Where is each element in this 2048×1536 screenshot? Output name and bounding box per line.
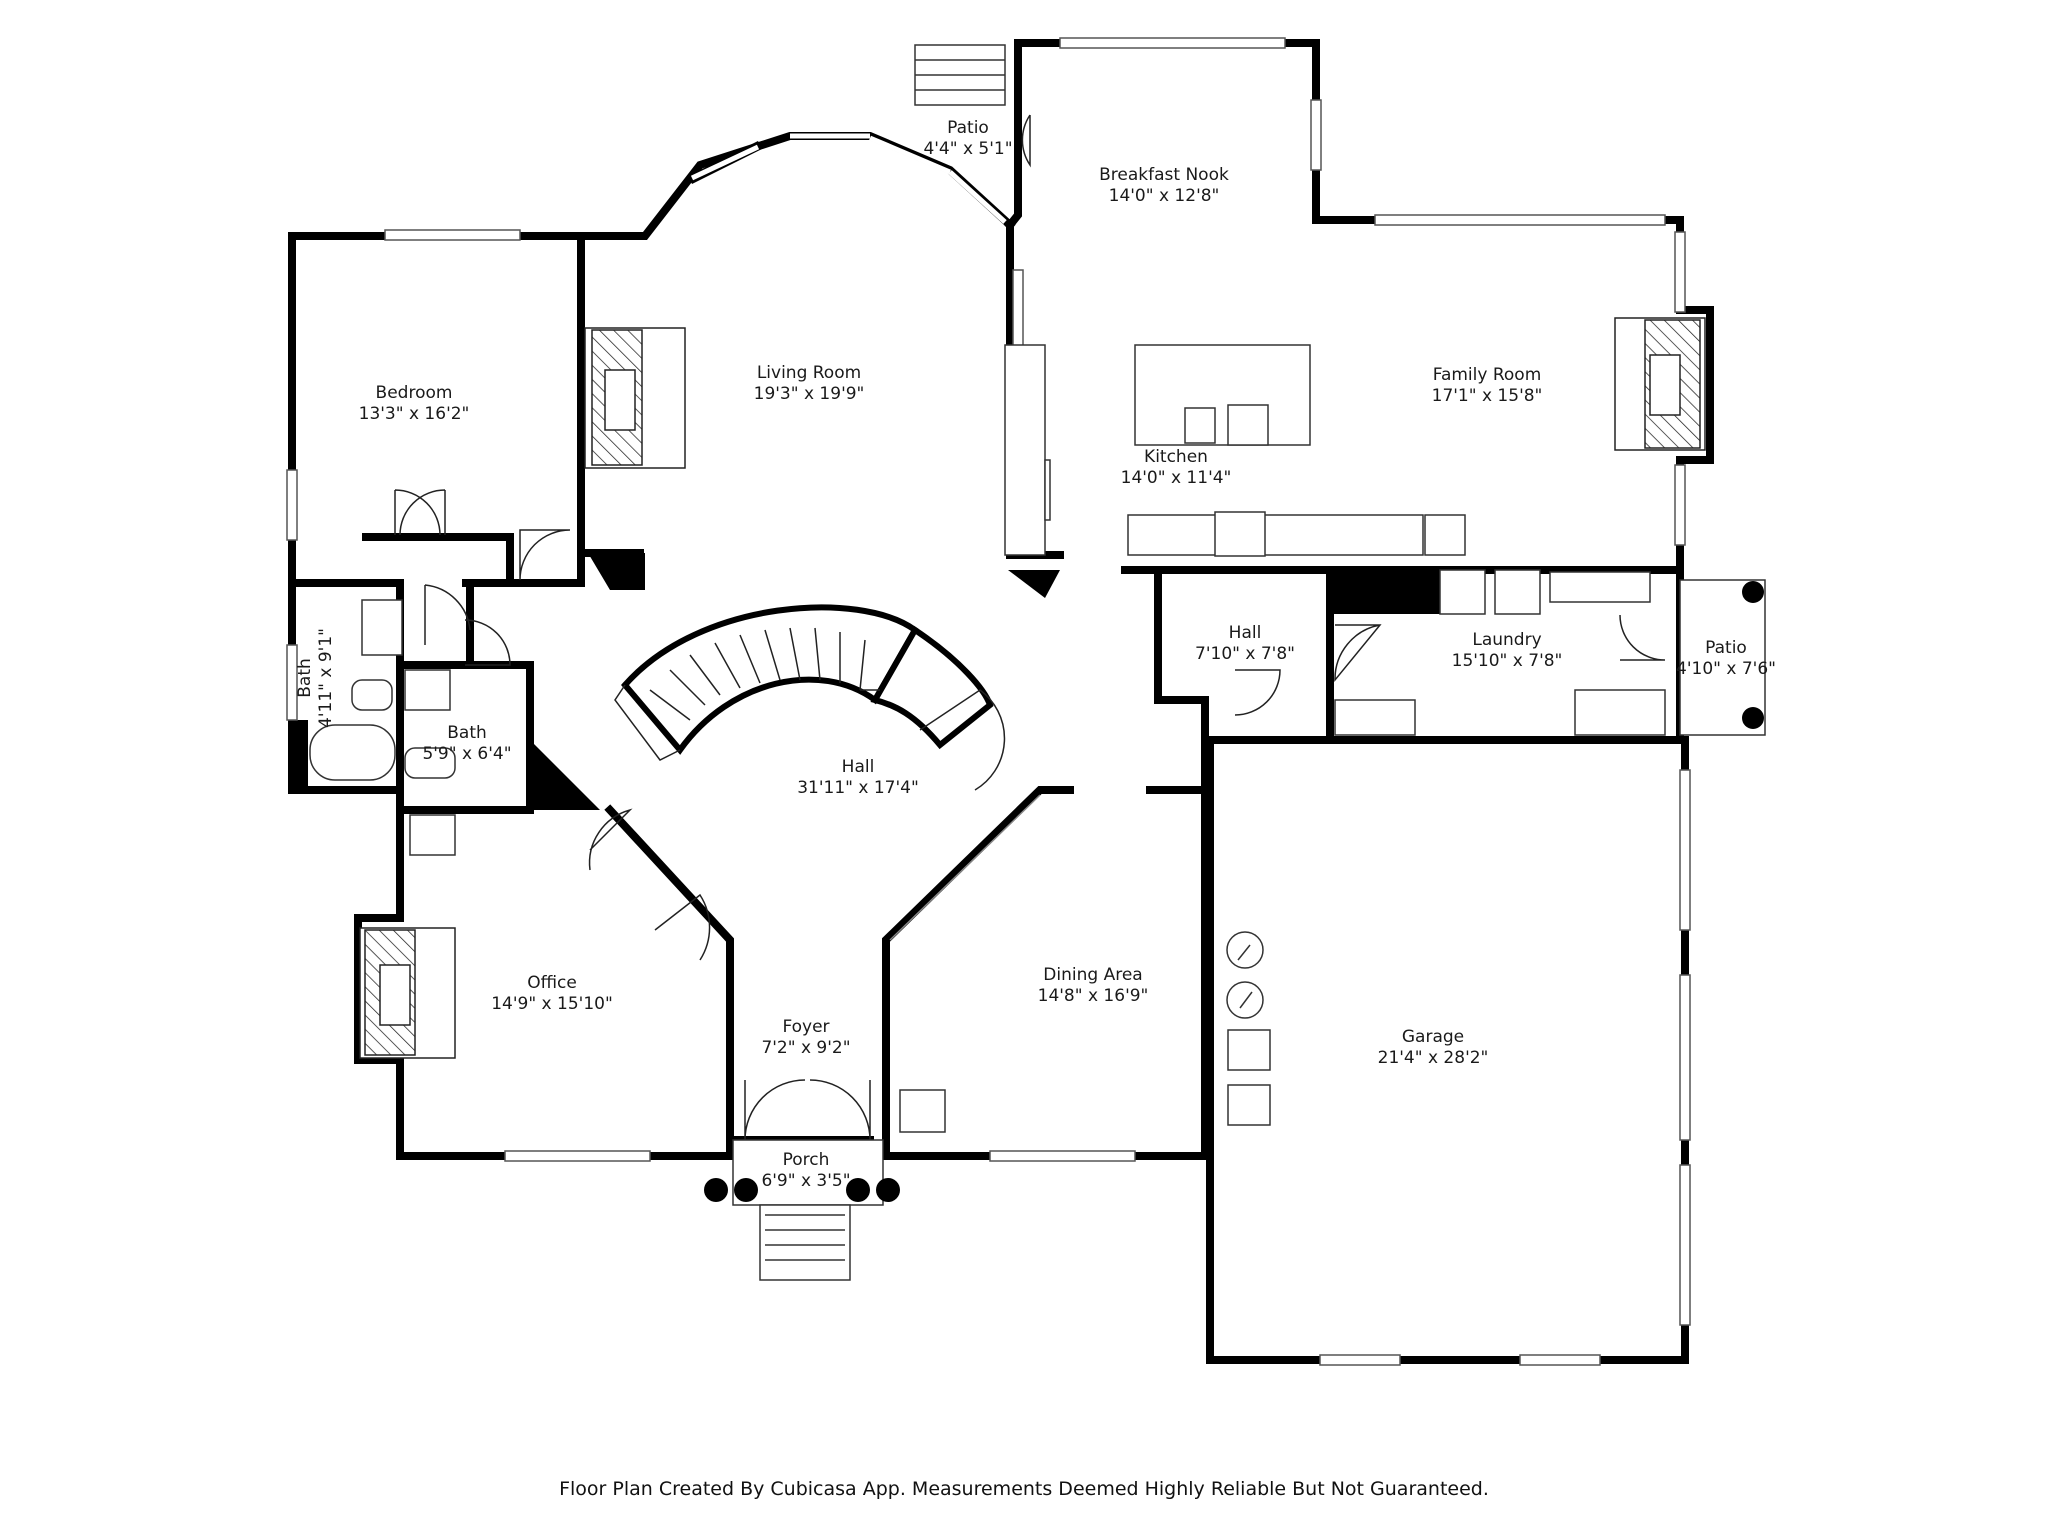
room-name: Family Room [1433, 365, 1542, 385]
garage-fixtures [899, 931, 1271, 1133]
room-dimensions: 6'9" x 3'5" [761, 1171, 850, 1191]
room-dimensions: 19'3" x 19'9" [754, 384, 865, 404]
room-dimensions: 31'11" x 17'4" [797, 778, 919, 798]
room-dimensions: 7'10" x 7'8" [1195, 644, 1295, 664]
staircase [614, 604, 994, 761]
room-name: Kitchen [1144, 447, 1208, 467]
bath-fixtures [309, 599, 456, 856]
footer-disclaimer: Floor Plan Created By Cubicasa App. Meas… [559, 1478, 1489, 1500]
fireplaces [359, 317, 1706, 1059]
room-name: Bath [447, 723, 487, 743]
room-dimensions: 7'2" x 9'2" [761, 1038, 850, 1058]
room-name: Bedroom [376, 383, 453, 403]
room-name: Foyer [782, 1017, 829, 1037]
room-dimensions: 4'10" x 7'6" [1676, 659, 1776, 679]
kitchen-fixtures [1004, 344, 1666, 736]
room-name: Dining Area [1043, 965, 1142, 985]
room-name: Bath [295, 658, 315, 698]
room-dimensions: 4'11" x 9'1" [316, 628, 336, 728]
room-name: Hall [1229, 623, 1262, 643]
wall-baths [302, 579, 534, 814]
porch-structures [732, 44, 1766, 1281]
room-name: Living Room [757, 363, 861, 383]
columns [704, 581, 1764, 1202]
doors [394, 114, 1666, 1141]
room-dimensions: 21'4" x 28'2" [1378, 1048, 1489, 1068]
windows [286, 37, 1691, 1366]
room-dimensions: 17'1" x 15'8" [1432, 386, 1543, 406]
room-name: Porch [783, 1150, 830, 1170]
room-name: Garage [1402, 1027, 1464, 1047]
room-dimensions: 14'8" x 16'9" [1038, 986, 1149, 1006]
room-name: Hall [842, 757, 875, 777]
room-dimensions: 4'4" x 5'1" [923, 139, 1012, 159]
wall-hall-small [1154, 566, 1334, 744]
room-name: Patio [1705, 638, 1747, 658]
wall-nook [1004, 39, 1714, 574]
room-name: Office [527, 973, 577, 993]
room-dimensions: 14'9" x 15'10" [491, 994, 613, 1014]
wall-bedroom-bottom [288, 533, 585, 587]
room-name: Laundry [1472, 630, 1541, 650]
room-name: Patio [947, 118, 989, 138]
room-dimensions: 14'0" x 12'8" [1109, 186, 1220, 206]
angled-windows [687, 133, 1041, 941]
room-dimensions: 13'3" x 16'2" [359, 404, 470, 424]
room-dimensions: 14'0" x 11'4" [1121, 468, 1232, 488]
room-dimensions: 15'10" x 7'8" [1452, 651, 1563, 671]
room-dimensions: 5'9" x 6'4" [422, 744, 511, 764]
wall-office [354, 804, 734, 1160]
room-name: Breakfast Nook [1099, 165, 1229, 185]
wall-dining [882, 736, 1209, 1144]
solid-wall-fills [292, 553, 1453, 810]
